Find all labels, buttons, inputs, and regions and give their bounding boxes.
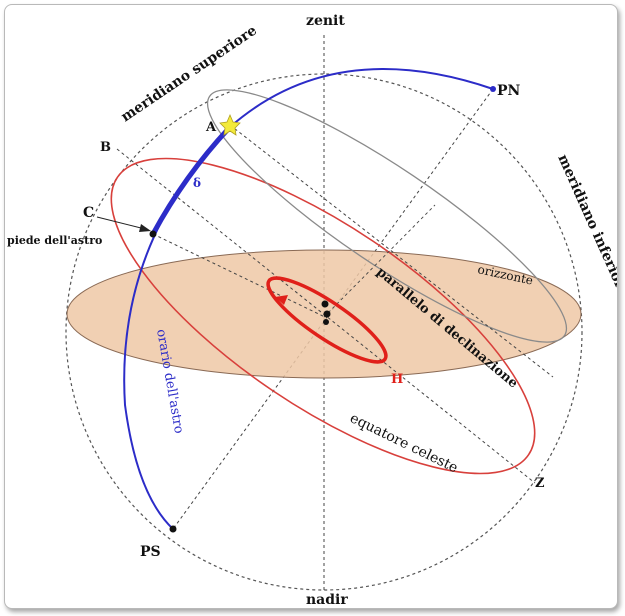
diagram-frame: zenit nadir meridiano superiore meridian… <box>4 4 618 609</box>
label-pn: PN <box>497 83 521 99</box>
foot-pointer-line <box>96 216 146 230</box>
construction-line-b <box>116 148 536 484</box>
construction-line-center <box>323 204 436 318</box>
celestial-sphere <box>65 73 583 591</box>
label-meridiano-superiore: meridiano superiore <box>118 22 260 125</box>
label-ps: PS <box>140 544 161 560</box>
construction-line-c <box>152 233 328 319</box>
hour-angle-arrow <box>275 295 288 305</box>
label-z: Z <box>535 476 545 491</box>
declination-parallel <box>206 89 568 343</box>
construction-line-a <box>229 124 554 378</box>
center-point-2 <box>323 310 331 318</box>
north-pole-point <box>490 86 496 92</box>
label-meridiano-inferiore: meridiano inferiore <box>554 152 617 299</box>
declination-arc <box>150 125 232 236</box>
center-point-3 <box>323 319 329 325</box>
label-c: C <box>83 205 94 221</box>
label-zenit: zenit <box>306 13 345 29</box>
label-nadir: nadir <box>306 592 348 608</box>
hour-angle-arc <box>266 276 388 364</box>
label-b: B <box>100 140 111 155</box>
label-h: H <box>391 372 403 387</box>
label-equatore-celeste: equatore celeste <box>347 410 460 476</box>
star-icon <box>219 113 241 136</box>
center-point-1 <box>321 300 329 308</box>
label-delta: δ <box>193 176 201 190</box>
star-foot-point <box>149 230 157 238</box>
label-a: A <box>205 120 217 135</box>
celestial-sphere-diagram: zenit nadir meridiano superiore meridian… <box>7 13 617 608</box>
celestial-equator <box>110 157 536 475</box>
south-pole-point <box>169 525 177 533</box>
foot-pointer-arrow <box>139 224 151 232</box>
label-piede-astro: piede dell'astro <box>7 234 102 247</box>
